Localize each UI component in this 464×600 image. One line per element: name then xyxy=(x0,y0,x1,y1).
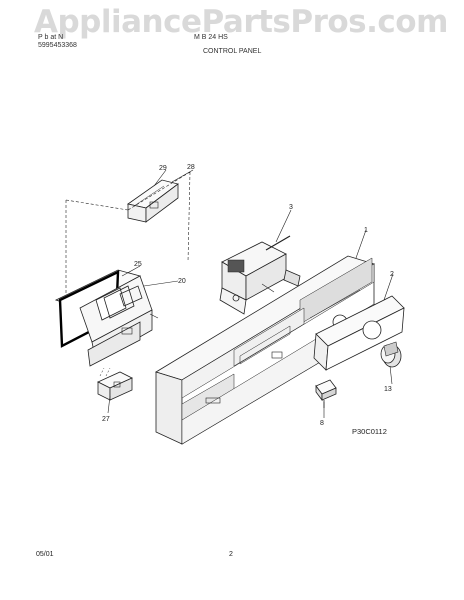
button-part xyxy=(315,379,337,408)
display-module-part xyxy=(54,269,159,367)
callout-3: 3 xyxy=(289,204,293,211)
callout-27: 27 xyxy=(102,416,110,423)
section-title: CONTROL PANEL xyxy=(203,48,262,55)
header-part-number: 5995453368 xyxy=(38,42,77,49)
callout-28: 28 xyxy=(187,164,195,171)
callout-8: 8 xyxy=(320,420,324,427)
callout-1: 1 xyxy=(364,227,368,234)
header-model: M B 24 HS xyxy=(194,34,228,41)
overlay-plate-part xyxy=(313,295,405,371)
callout-25: 25 xyxy=(134,261,142,268)
diagram-reference-code: P30C0112 xyxy=(352,427,387,436)
knob-part xyxy=(380,341,402,368)
footer-page-number: 2 xyxy=(229,551,233,558)
callout-2: 2 xyxy=(390,271,394,278)
control-panel-part xyxy=(155,255,375,445)
clip-part xyxy=(97,367,133,401)
callout-13: 13 xyxy=(384,386,392,393)
timer-assembly-part xyxy=(219,235,301,315)
callout-20: 20 xyxy=(178,278,186,285)
footer-date: 05/01 xyxy=(36,551,54,558)
header-publication-line: P b at N xyxy=(38,34,64,41)
bracket-part xyxy=(127,179,179,223)
callout-29: 29 xyxy=(159,165,167,172)
watermark: AppliancePartsPros.com xyxy=(34,4,448,40)
